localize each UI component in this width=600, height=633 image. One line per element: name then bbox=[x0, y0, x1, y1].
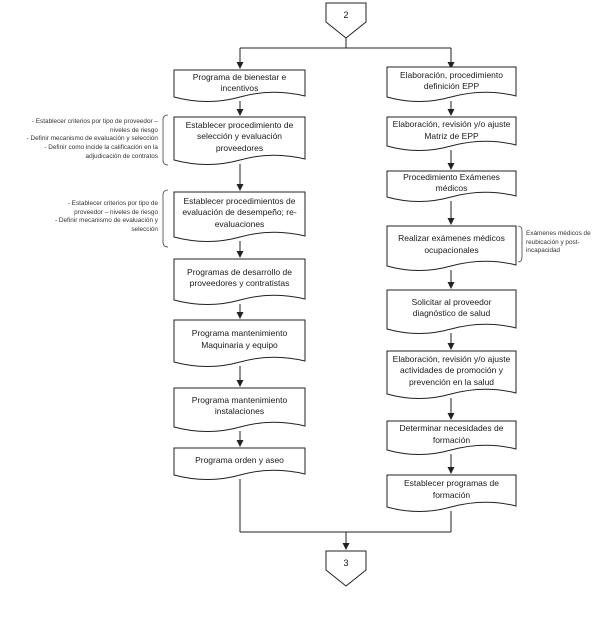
annotation-medical-exams: Exámenes médicos de reubicación y post- … bbox=[526, 230, 591, 255]
doc-shape-L5 bbox=[173, 319, 306, 367]
step-label-L2: Establecer procedimiento de selección y … bbox=[185, 120, 294, 153]
doc-shape-L6 bbox=[173, 387, 306, 432]
step-label-L4: Programas de desarrollo de proveedores y… bbox=[187, 266, 292, 288]
step-label-R7: Determinar necesidades de formación bbox=[399, 423, 504, 445]
doc-shape-L4 bbox=[173, 258, 306, 305]
top-split-lines bbox=[236, 38, 455, 69]
doc-shape-R1 bbox=[386, 66, 517, 102]
step-label-R6: Elaboración, revisión y/o ajuste activid… bbox=[392, 354, 511, 387]
doc-shape-L7 bbox=[173, 447, 306, 480]
step-label-L5: Programa mantenimiento Maquinaria y equi… bbox=[191, 328, 288, 350]
step-label-R2: Elaboración, revisión y/o ajuste Matriz … bbox=[392, 119, 511, 141]
step-label-L3: Establecer procedimientos de evaluación … bbox=[182, 196, 297, 229]
annotation-selection-criteria: - Establecer criterios por tipo de prove… bbox=[26, 118, 158, 160]
bottom-merge-lines bbox=[239, 479, 452, 550]
bottom-connector-label: 3 bbox=[343, 558, 349, 568]
doc-shape-R3 bbox=[386, 170, 517, 202]
step-label-L6: Programa mantenimiento instalaciones bbox=[191, 394, 288, 416]
bottom-offpage-connector bbox=[325, 550, 367, 587]
doc-shape-R2 bbox=[386, 116, 517, 151]
step-label-R3: Procedimiento Exámenes médicos bbox=[403, 171, 500, 193]
doc-shape-R5 bbox=[386, 289, 517, 334]
annotation-brackets bbox=[162, 114, 523, 263]
step-label-R1: Elaboración, procedimiento definición EP… bbox=[399, 69, 503, 91]
doc-shape-R7 bbox=[386, 420, 517, 455]
top-connector-label: 2 bbox=[343, 10, 349, 20]
annotation-evaluation-criteria: - Establecer criterios por tipo de prove… bbox=[54, 200, 158, 233]
step-label-L1: Programa de bienestar e incentivos bbox=[192, 71, 287, 93]
doc-shape-L1 bbox=[173, 69, 306, 102]
doc-shape-R8 bbox=[386, 474, 517, 512]
doc-shape-L2 bbox=[173, 116, 306, 165]
step-label-R4: Realizar exámenes médicos ocupacionales bbox=[398, 233, 505, 255]
step-label-R5: Solicitar al proveedor diagnóstico de sa… bbox=[411, 296, 492, 318]
step-label-R8: Establecer programas de formación bbox=[404, 478, 499, 500]
doc-shape-R4 bbox=[386, 225, 517, 271]
doc-shape-L3 bbox=[173, 191, 306, 242]
step-label-L7: Programa orden y aseo bbox=[195, 454, 284, 465]
top-offpage-connector bbox=[325, 2, 367, 39]
doc-shape-R6 bbox=[386, 350, 517, 399]
